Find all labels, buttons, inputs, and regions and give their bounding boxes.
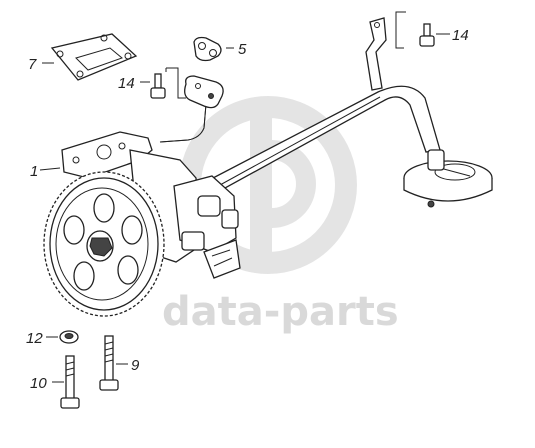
pump-housing — [61, 131, 241, 279]
callout-14-left: 14 — [118, 75, 135, 92]
oil-strainer — [403, 149, 493, 208]
callout-5: 5 — [238, 41, 247, 58]
callout-14-right: 14 — [452, 27, 469, 44]
bolt-14-flange — [150, 73, 166, 99]
bolt-part-9 — [99, 335, 119, 391]
pressure-tube — [159, 103, 207, 143]
bolt-14-bracket — [419, 23, 435, 47]
callout-7: 7 — [28, 56, 37, 73]
callout-1: 1 — [30, 163, 38, 180]
callout-10: 10 — [30, 375, 47, 392]
nut-part-12 — [59, 330, 79, 344]
bolt-part-10 — [60, 355, 80, 409]
callout-12: 12 — [26, 330, 43, 347]
gasket-part-7 — [50, 33, 138, 81]
leader-lines — [39, 11, 450, 383]
gasket-part-5 — [193, 36, 222, 62]
drive-gear — [43, 171, 165, 317]
tube-flange — [184, 75, 224, 109]
callout-9: 9 — [131, 357, 140, 374]
watermark-text: data-parts — [162, 289, 399, 335]
